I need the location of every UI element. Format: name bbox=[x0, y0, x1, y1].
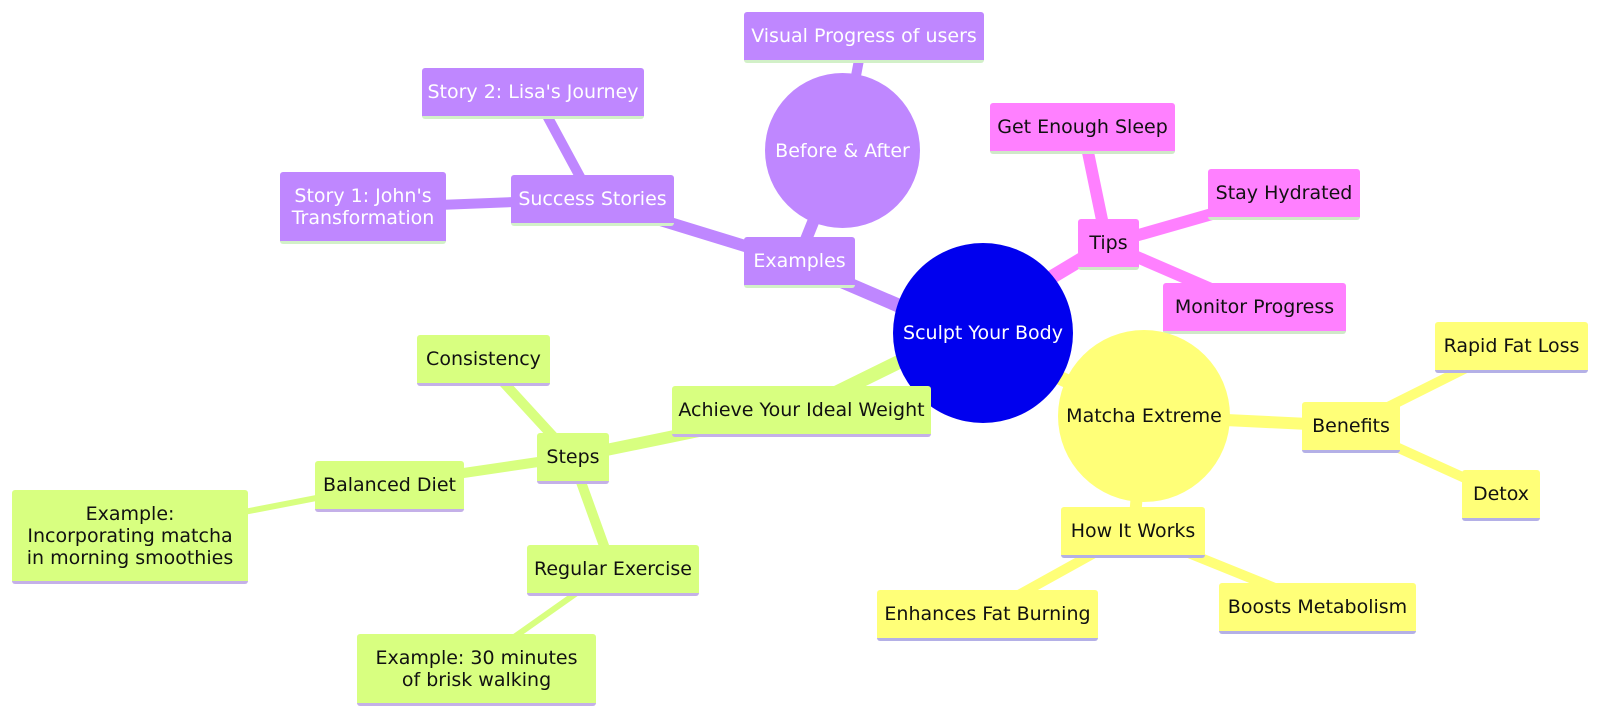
node-success-stories[interactable]: Success Stories bbox=[511, 175, 674, 226]
node-story-1[interactable]: Story 1: John's Transformation bbox=[280, 172, 446, 244]
node-monitor-progress[interactable]: Monitor Progress bbox=[1163, 283, 1346, 334]
node-rapid-fat-loss[interactable]: Rapid Fat Loss bbox=[1435, 322, 1588, 373]
node-diet-example[interactable]: Example: Incorporating matcha in morning… bbox=[12, 490, 248, 584]
node-stay-hydrated[interactable]: Stay Hydrated bbox=[1208, 169, 1360, 220]
node-tips[interactable]: Tips bbox=[1078, 219, 1139, 270]
node-matcha-extreme[interactable]: Matcha Extreme bbox=[1058, 330, 1230, 502]
node-steps[interactable]: Steps bbox=[537, 433, 609, 484]
node-ideal-weight[interactable]: Achieve Your Ideal Weight bbox=[672, 386, 931, 437]
node-story-2[interactable]: Story 2: Lisa's Journey bbox=[422, 68, 644, 119]
node-enhances-fat-burning[interactable]: Enhances Fat Burning bbox=[877, 590, 1098, 641]
node-balanced-diet[interactable]: Balanced Diet bbox=[315, 461, 464, 512]
node-visual-progress[interactable]: Visual Progress of users bbox=[744, 12, 984, 63]
node-consistency[interactable]: Consistency bbox=[417, 335, 550, 386]
node-before-after[interactable]: Before & After bbox=[765, 73, 920, 228]
node-how-it-works[interactable]: How It Works bbox=[1061, 507, 1205, 558]
node-get-enough-sleep[interactable]: Get Enough Sleep bbox=[990, 103, 1175, 154]
node-benefits[interactable]: Benefits bbox=[1302, 402, 1400, 453]
node-regular-exercise[interactable]: Regular Exercise bbox=[527, 545, 699, 596]
node-examples[interactable]: Examples bbox=[744, 237, 855, 288]
node-detox[interactable]: Detox bbox=[1462, 470, 1540, 521]
node-boosts-metabolism[interactable]: Boosts Metabolism bbox=[1219, 583, 1416, 634]
node-exercise-example[interactable]: Example: 30 minutes of brisk walking bbox=[357, 634, 596, 706]
